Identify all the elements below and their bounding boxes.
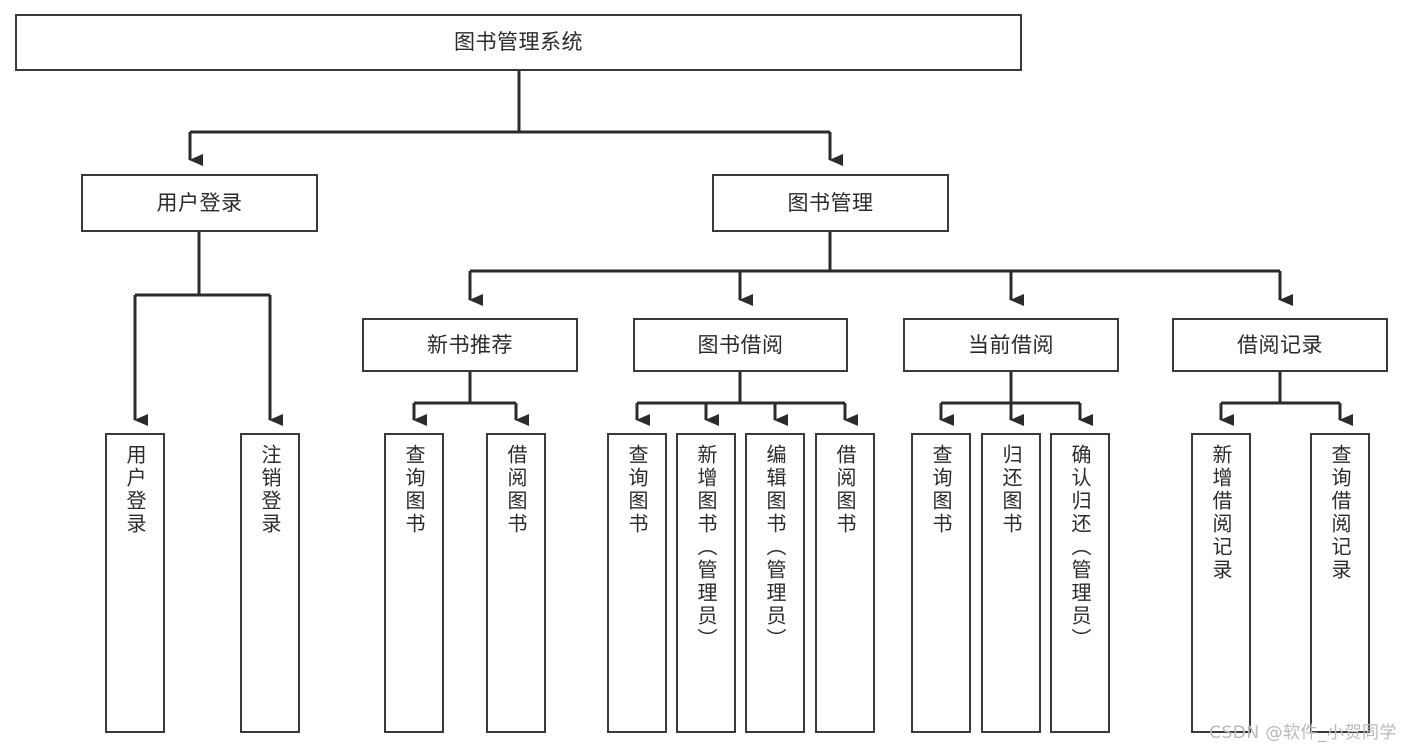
leaf-add-borrow-record[interactable]: 新增借阅记录 xyxy=(1191,433,1251,733)
leaf-return-book[interactable]: 归还图书 xyxy=(981,433,1041,733)
node-label: 借阅图书 xyxy=(833,444,857,536)
node-label: 新增图书（管理员） xyxy=(694,444,718,651)
leaf-add-book[interactable]: 新增图书（管理员） xyxy=(676,433,736,733)
node-label: 新增借阅记录 xyxy=(1209,444,1233,582)
node-root-book-management-system[interactable]: 图书管理系统 xyxy=(15,14,1022,71)
node-label: 当前借阅 xyxy=(968,332,1054,357)
node-book-management[interactable]: 图书管理 xyxy=(712,174,949,232)
node-label: 用户登录 xyxy=(156,190,243,215)
node-label: 查询图书 xyxy=(625,444,649,536)
leaf-query-book-recommend[interactable]: 查询图书 xyxy=(384,433,444,733)
leaf-borrow-book-borrow[interactable]: 借阅图书 xyxy=(815,433,875,733)
leaf-query-borrow-record[interactable]: 查询借阅记录 xyxy=(1310,433,1370,733)
node-current-borrow[interactable]: 当前借阅 xyxy=(903,318,1119,372)
node-label: 查询图书 xyxy=(929,444,953,536)
leaf-edit-book[interactable]: 编辑图书（管理员） xyxy=(745,433,805,733)
node-label: 确认归还（管理员） xyxy=(1068,444,1092,651)
leaf-user-login[interactable]: 用户登录 xyxy=(105,433,165,733)
leaf-query-book-borrow[interactable]: 查询图书 xyxy=(607,433,667,733)
node-label: 归还图书 xyxy=(999,444,1023,536)
node-label: 用户登录 xyxy=(123,444,147,536)
node-user-login[interactable]: 用户登录 xyxy=(81,174,318,232)
leaf-borrow-book-recommend[interactable]: 借阅图书 xyxy=(486,433,546,733)
node-label: 借阅图书 xyxy=(504,444,528,536)
node-borrow-record[interactable]: 借阅记录 xyxy=(1172,318,1388,372)
node-label: 图书借阅 xyxy=(697,332,784,357)
node-label: 借阅记录 xyxy=(1237,332,1323,357)
node-label: 图书管理 xyxy=(787,190,874,215)
leaf-query-book-current[interactable]: 查询图书 xyxy=(911,433,971,733)
node-label: 图书管理系统 xyxy=(454,30,583,55)
leaf-logout[interactable]: 注销登录 xyxy=(240,433,300,733)
leaf-confirm-return[interactable]: 确认归还（管理员） xyxy=(1050,433,1110,733)
node-book-borrow[interactable]: 图书借阅 xyxy=(633,318,848,372)
node-label: 查询图书 xyxy=(402,444,426,536)
node-label: 查询借阅记录 xyxy=(1328,444,1352,582)
node-label: 新书推荐 xyxy=(427,332,513,357)
node-label: 注销登录 xyxy=(258,444,282,536)
node-new-book-recommend[interactable]: 新书推荐 xyxy=(362,318,578,372)
node-label: 编辑图书（管理员） xyxy=(763,444,787,651)
